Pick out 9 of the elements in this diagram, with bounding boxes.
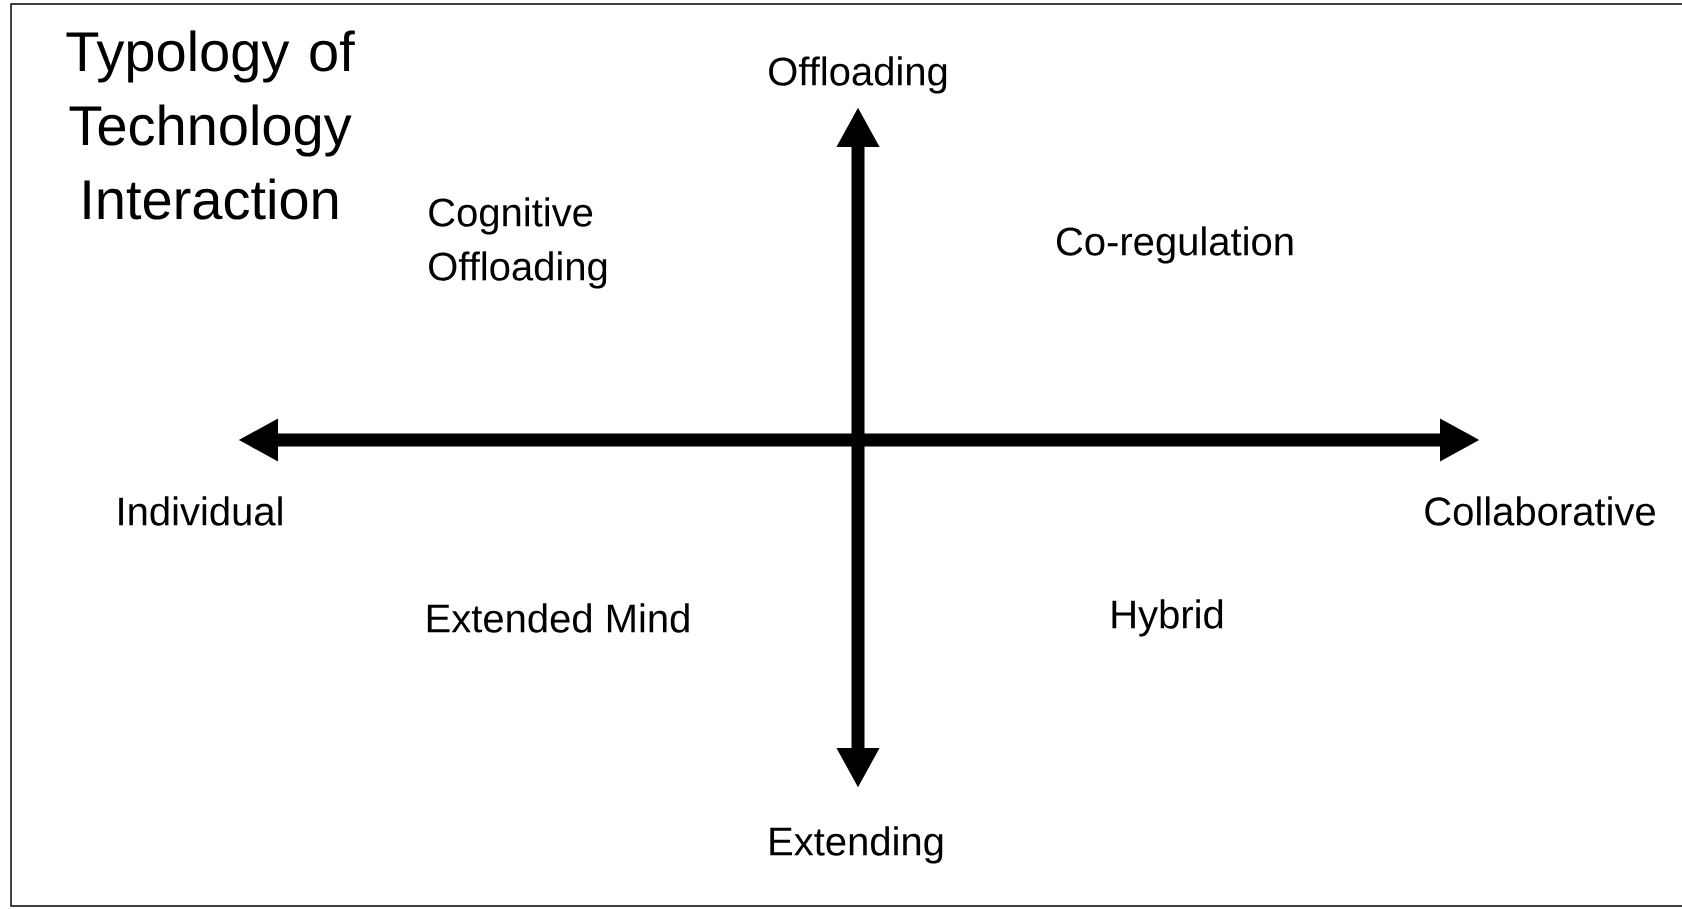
quadrant-label: Extended Mind <box>427 603 689 633</box>
axis-label: Extending <box>770 826 943 864</box>
quadrant-label: Co-regulation <box>1056 226 1293 264</box>
quadrant-label: Hybrid <box>1112 599 1223 637</box>
title: Typology of Technology Interaction <box>66 30 355 220</box>
axis-label: Individual <box>119 496 282 526</box>
axis-label: Collaborative <box>1425 496 1655 526</box>
quadrant-label: Cognitive Offloading <box>429 197 607 289</box>
axis-label: Offloading <box>769 56 947 94</box>
